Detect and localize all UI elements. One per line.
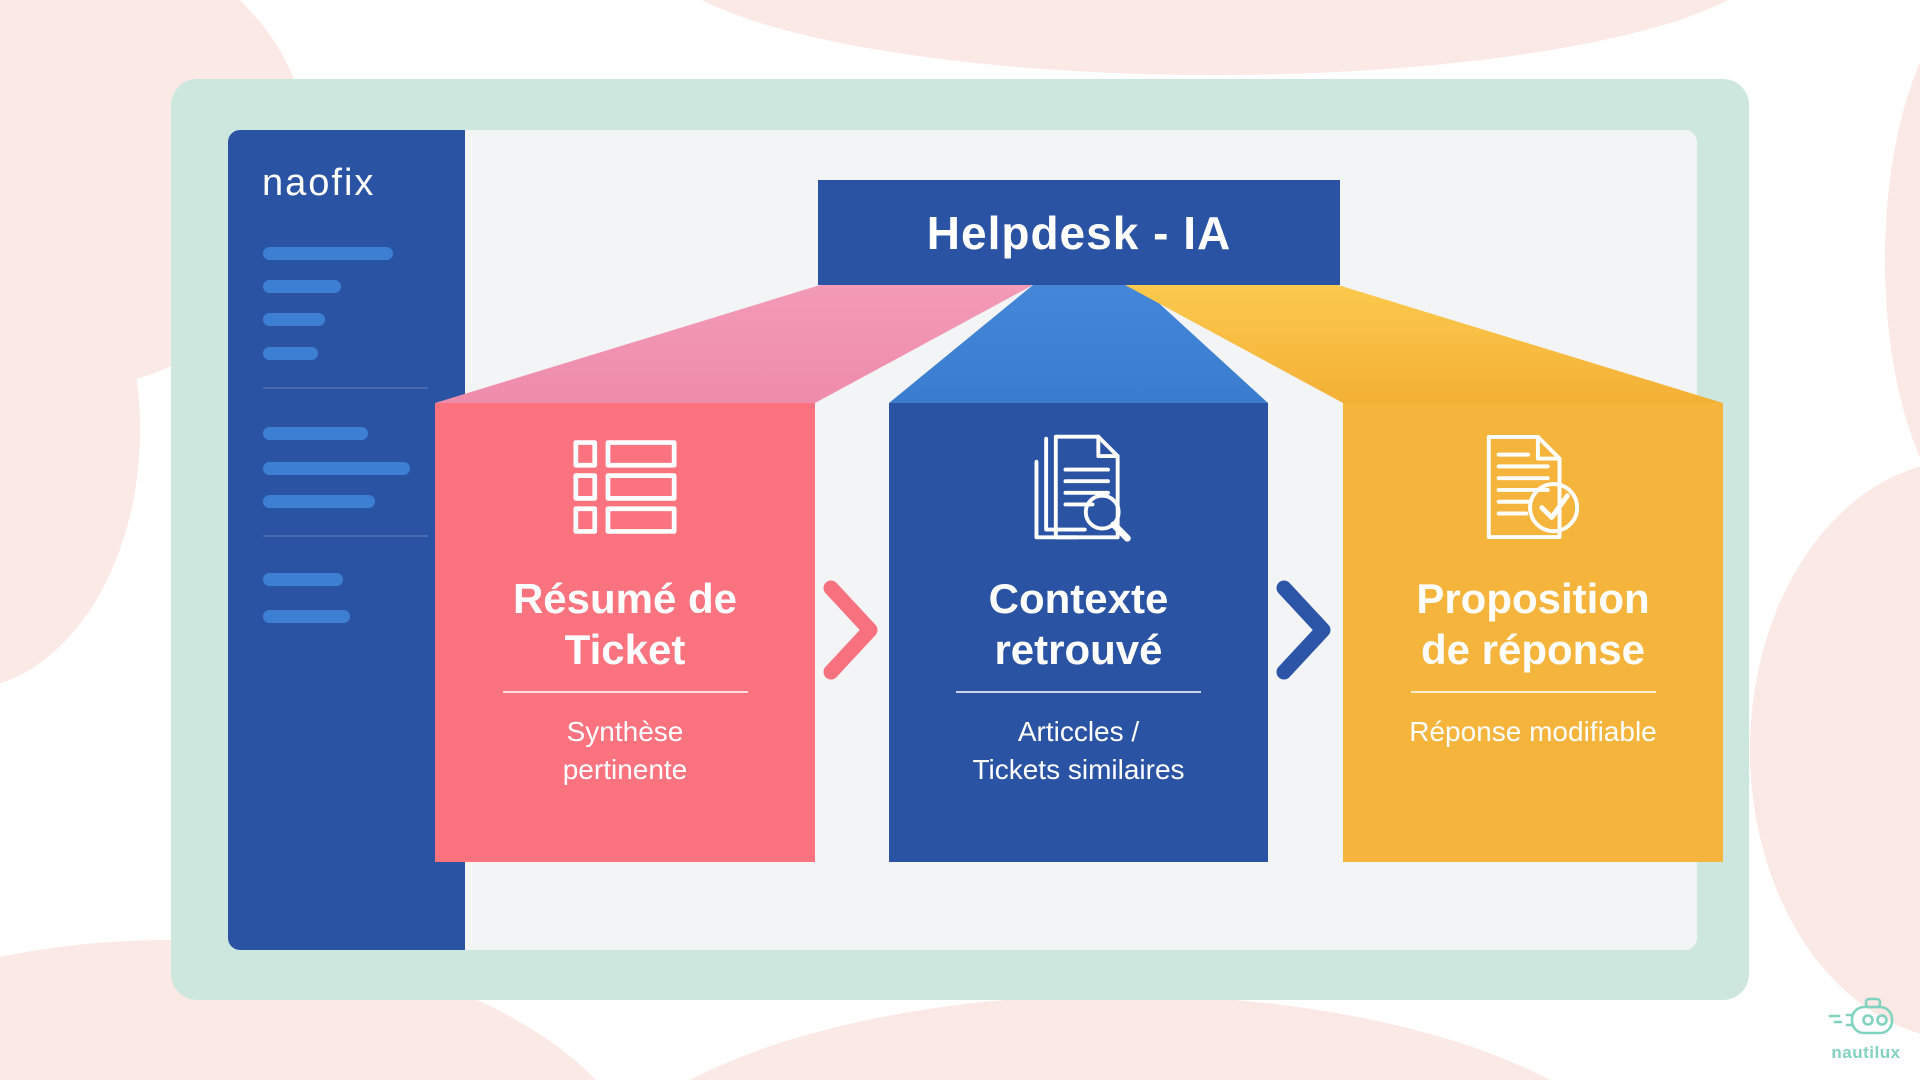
skeleton-line [263, 280, 341, 293]
document-check-icon [1479, 434, 1587, 540]
card-title-line: Résumé de [512, 575, 738, 622]
sidebar: naofix [228, 130, 465, 950]
divider [502, 691, 748, 694]
background-blob [1885, 0, 1920, 530]
skeleton-line [263, 313, 325, 326]
card-title: Résumé de Ticket [513, 573, 737, 675]
card-title-line: retrouvé [994, 626, 1163, 674]
card-title-line: Ticket [564, 626, 686, 674]
skeleton-line [263, 495, 375, 508]
naofix-logo: naofix [262, 162, 376, 204]
card-title: Contexte retrouvé [989, 573, 1169, 675]
list-icon [573, 435, 677, 539]
card-title-line: Proposition [1416, 575, 1650, 622]
submarine-icon [1828, 997, 1894, 1035]
skeleton-line [263, 427, 368, 440]
card-subtitle-line: Tickets similaires [972, 754, 1185, 786]
skeleton-line [263, 247, 393, 260]
card-title-line: Contexte [988, 575, 1169, 622]
page-title: Helpdesk - IA [926, 206, 1232, 259]
card-subtitle: Articcles / Tickets similaires [972, 713, 1184, 789]
documents-search-icon [1021, 434, 1137, 542]
background-blob [655, 0, 1775, 75]
title-banner: Helpdesk - IA [818, 180, 1340, 285]
card-subtitle-line: pertinente [562, 754, 688, 786]
skeleton-line [263, 347, 318, 360]
card-contexte-retrouve: Contexte retrouvé Articcles / Tickets si… [889, 403, 1268, 862]
divider [956, 691, 1201, 694]
sidebar-divider [263, 387, 428, 389]
chevron-right-icon [823, 580, 878, 680]
card-subtitle-line: Synthèse [566, 716, 684, 748]
divider [1410, 691, 1656, 694]
skeleton-line [263, 462, 410, 475]
card-title: Proposition de réponse [1416, 573, 1649, 675]
skeleton-line [263, 573, 343, 586]
card-subtitle: Synthèse pertinente [563, 713, 688, 789]
nautilux-brand: nautilux [1820, 995, 1912, 1063]
card-resume-ticket: Résumé de Ticket Synthèse pertinente [435, 403, 815, 862]
chevron-right-icon [1276, 580, 1331, 680]
card-subtitle-line: Articcles / [1017, 716, 1140, 748]
skeleton-line [263, 610, 350, 623]
card-title-line: de réponse [1420, 626, 1646, 674]
background-blob [1750, 460, 1920, 1040]
card-subtitle-line: Réponse modifiable [1409, 716, 1657, 748]
sidebar-divider [263, 535, 428, 537]
card-subtitle: Réponse modifiable [1409, 713, 1657, 751]
card-proposition-reponse: Proposition de réponse Réponse modifiabl… [1343, 403, 1723, 862]
nautilux-label: nautilux [1831, 1043, 1901, 1062]
background-blob [580, 995, 1660, 1080]
